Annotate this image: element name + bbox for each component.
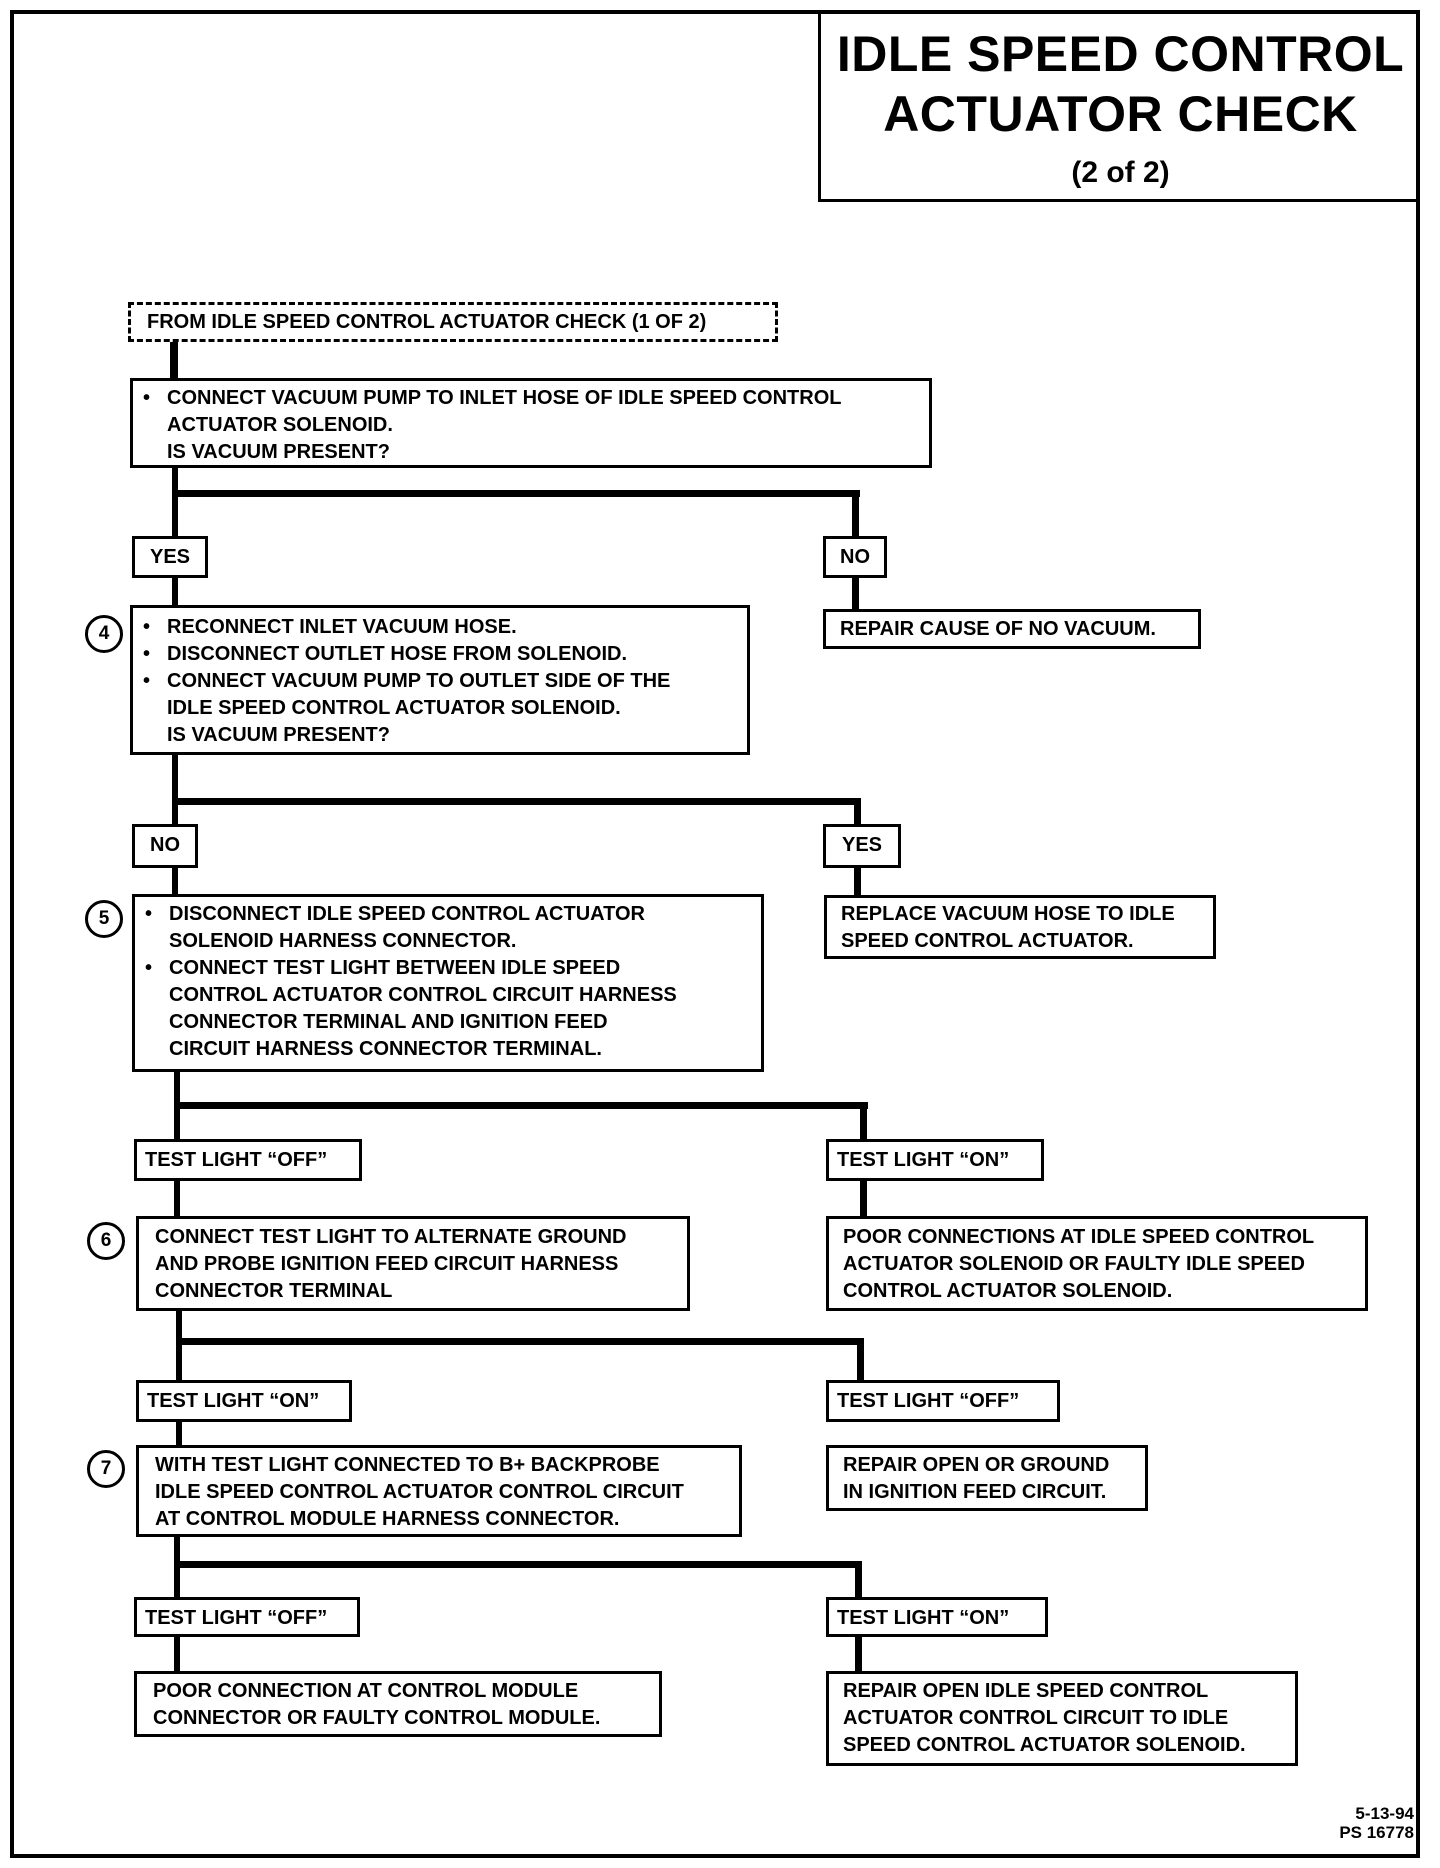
step7-line-1: WITH TEST LIGHT CONNECTED TO B+ BACKPROB… bbox=[155, 1454, 660, 1476]
poor-connection-module-box: POOR CONNECTION AT CONTROL MODULE CONNEC… bbox=[134, 1671, 662, 1737]
connector-line bbox=[852, 575, 859, 613]
connector-line bbox=[174, 1633, 180, 1673]
connector-line bbox=[176, 1338, 864, 1345]
connector-line bbox=[860, 1102, 867, 1145]
q3-on-result-line-3: CONTROL ACTUATOR SOLENOID. bbox=[843, 1280, 1173, 1302]
start-text: FROM IDLE SPEED CONTROL ACTUATOR CHECK (… bbox=[147, 311, 707, 333]
step5-bullet-2-cont-2: CONNECTOR TERMINAL AND IGNITION FEED bbox=[169, 1011, 608, 1033]
footer-reference: 5-13-94 PS 16778 bbox=[1339, 1804, 1414, 1842]
step5-bullet-2: CONNECT TEST LIGHT BETWEEN IDLE SPEED bbox=[135, 955, 761, 982]
step5-bullet-2-cont-1: CONTROL ACTUATOR CONTROL CIRCUIT HARNESS bbox=[169, 984, 677, 1006]
connector-line bbox=[172, 866, 178, 898]
connector-line bbox=[854, 798, 861, 826]
step6-line-2: AND PROBE IGNITION FEED CIRCUIT HARNESS bbox=[155, 1253, 619, 1275]
step6-line-3: CONNECTOR TERMINAL bbox=[155, 1280, 393, 1302]
connector-line bbox=[852, 490, 859, 538]
q5-off-label: TEST LIGHT “OFF” bbox=[134, 1597, 360, 1637]
q4-off-label: TEST LIGHT “OFF” bbox=[826, 1380, 1060, 1422]
q1-question: IS VACUUM PRESENT? bbox=[167, 441, 390, 463]
q2-yes-result-line-2: SPEED CONTROL ACTUATOR. bbox=[841, 930, 1134, 952]
q4-off-result-line-1: REPAIR OPEN OR GROUND bbox=[843, 1454, 1110, 1476]
footer-code: PS 16778 bbox=[1339, 1823, 1414, 1842]
connector-line bbox=[174, 1179, 180, 1219]
start-box: FROM IDLE SPEED CONTROL ACTUATOR CHECK (… bbox=[128, 302, 778, 342]
step6-line-1: CONNECT TEST LIGHT TO ALTERNATE GROUND bbox=[155, 1226, 627, 1248]
connector-line bbox=[172, 752, 178, 826]
connector-line bbox=[860, 1179, 867, 1219]
q2-yes-result-line-1: REPLACE VACUUM HOSE TO IDLE bbox=[841, 903, 1175, 925]
q4-on-label: TEST LIGHT “ON” bbox=[136, 1380, 352, 1422]
connector-line bbox=[170, 340, 178, 380]
q1-bullet-cont: ACTUATOR SOLENOID. bbox=[167, 414, 393, 436]
connector-line bbox=[857, 1338, 864, 1384]
replace-vacuum-hose-box: REPLACE VACUUM HOSE TO IDLE SPEED CONTRO… bbox=[824, 895, 1216, 959]
repair-open-control-circuit-box: REPAIR OPEN IDLE SPEED CONTROL ACTUATOR … bbox=[826, 1671, 1298, 1766]
connector-line bbox=[176, 1418, 182, 1448]
step-7-box: WITH TEST LIGHT CONNECTED TO B+ BACKPROB… bbox=[136, 1445, 742, 1537]
title-line-2: ACTUATOR CHECK bbox=[883, 86, 1358, 142]
title-block: IDLE SPEED CONTROL ACTUATOR CHECK (2 of … bbox=[818, 10, 1420, 202]
title-subtitle: (2 of 2) bbox=[1071, 156, 1170, 189]
connector-line bbox=[172, 798, 860, 805]
step-5-box: DISCONNECT IDLE SPEED CONTROL ACTUATOR S… bbox=[132, 894, 764, 1072]
connector-line bbox=[174, 1102, 868, 1109]
step4-bullet-3: CONNECT VACUUM PUMP TO OUTLET SIDE OF TH… bbox=[133, 668, 747, 695]
footer-date: 5-13-94 bbox=[1355, 1804, 1414, 1823]
step4-bullet-1: RECONNECT INLET VACUUM HOSE. bbox=[133, 614, 747, 641]
step-5-marker: 5 bbox=[85, 900, 123, 938]
step7-line-2: IDLE SPEED CONTROL ACTUATOR CONTROL CIRC… bbox=[155, 1481, 684, 1503]
q5-on-result-line-1: REPAIR OPEN IDLE SPEED CONTROL bbox=[843, 1680, 1209, 1702]
q3-on-result-line-1: POOR CONNECTIONS AT IDLE SPEED CONTROL bbox=[843, 1226, 1315, 1248]
step-6-box: CONNECT TEST LIGHT TO ALTERNATE GROUND A… bbox=[136, 1216, 690, 1311]
repair-ignition-feed-box: REPAIR OPEN OR GROUND IN IGNITION FEED C… bbox=[826, 1445, 1148, 1511]
q5-off-result-line-2: CONNECTOR OR FAULTY CONTROL MODULE. bbox=[153, 1707, 601, 1729]
q2-no-label: NO bbox=[132, 824, 198, 868]
q1-no-label: NO bbox=[823, 536, 887, 578]
q5-on-label: TEST LIGHT “ON” bbox=[826, 1597, 1048, 1637]
connector-line bbox=[172, 575, 178, 607]
step-4-marker: 4 bbox=[85, 615, 123, 653]
q5-off-result-line-1: POOR CONNECTION AT CONTROL MODULE bbox=[153, 1680, 579, 1702]
step5-bullet-2-cont-3: CIRCUIT HARNESS CONNECTOR TERMINAL. bbox=[169, 1038, 602, 1060]
step5-bullet-1: DISCONNECT IDLE SPEED CONTROL ACTUATOR bbox=[135, 901, 761, 928]
step4-bullet-3-cont: IDLE SPEED CONTROL ACTUATOR SOLENOID. bbox=[167, 697, 621, 719]
connector-line bbox=[176, 1311, 182, 1384]
connector-line bbox=[855, 1633, 862, 1673]
step4-bullet-2: DISCONNECT OUTLET HOSE FROM SOLENOID. bbox=[133, 641, 747, 668]
q2-yes-label: YES bbox=[823, 824, 901, 868]
repair-no-vacuum-box: REPAIR CAUSE OF NO VACUUM. bbox=[823, 609, 1201, 649]
step-6-marker: 6 bbox=[87, 1222, 125, 1260]
step4-question: IS VACUUM PRESENT? bbox=[167, 724, 390, 746]
connector-line bbox=[172, 465, 178, 538]
step-7-marker: 7 bbox=[87, 1450, 125, 1488]
connector-line bbox=[174, 1561, 862, 1568]
step7-line-3: AT CONTROL MODULE HARNESS CONNECTOR. bbox=[155, 1508, 620, 1530]
connector-line bbox=[172, 490, 860, 497]
connector-line bbox=[855, 1561, 862, 1598]
q3-on-label: TEST LIGHT “ON” bbox=[826, 1139, 1044, 1181]
connector-line bbox=[854, 866, 861, 898]
q1-bullet: CONNECT VACUUM PUMP TO INLET HOSE OF IDL… bbox=[133, 385, 929, 412]
q3-off-label: TEST LIGHT “OFF” bbox=[134, 1139, 362, 1181]
q5-on-result-line-2: ACTUATOR CONTROL CIRCUIT TO IDLE bbox=[843, 1707, 1229, 1729]
step5-bullet-1-cont: SOLENOID HARNESS CONNECTOR. bbox=[169, 930, 517, 952]
step-4-box: RECONNECT INLET VACUUM HOSE. DISCONNECT … bbox=[130, 605, 750, 755]
q5-on-result-line-3: SPEED CONTROL ACTUATOR SOLENOID. bbox=[843, 1734, 1246, 1756]
q1-no-result: REPAIR CAUSE OF NO VACUUM. bbox=[840, 618, 1156, 640]
q3-on-result-line-2: ACTUATOR SOLENOID OR FAULTY IDLE SPEED bbox=[843, 1253, 1305, 1275]
title-line-1: IDLE SPEED CONTROL bbox=[836, 26, 1405, 82]
q4-off-result-line-2: IN IGNITION FEED CIRCUIT. bbox=[843, 1481, 1107, 1503]
page-frame bbox=[10, 10, 1420, 1858]
q1-yes-label: YES bbox=[132, 536, 208, 578]
poor-connections-solenoid-box: POOR CONNECTIONS AT IDLE SPEED CONTROL A… bbox=[826, 1216, 1368, 1311]
vacuum-inlet-check-box: CONNECT VACUUM PUMP TO INLET HOSE OF IDL… bbox=[130, 378, 932, 468]
